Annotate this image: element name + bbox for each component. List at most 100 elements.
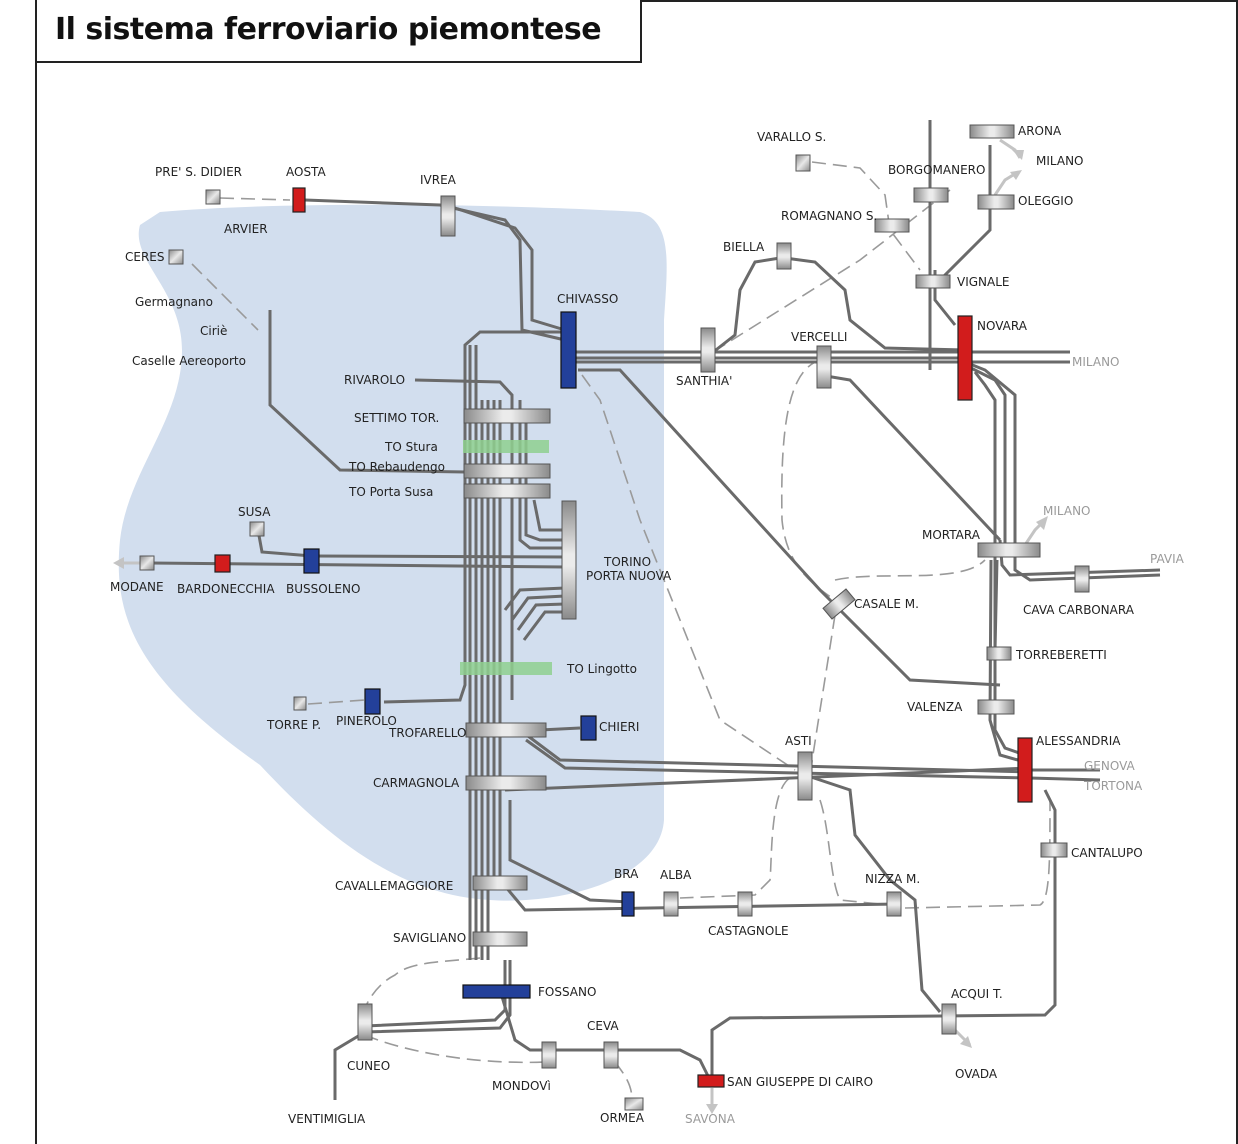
label-bardonecchia: BARDONECCHIA [177,582,275,596]
label-san-giuseppe: SAN GIUSEPPE DI CAIRO [727,1075,873,1089]
label-borgomanero: BORGOMANERO [888,163,985,177]
station-trofarello[interactable] [465,722,547,738]
station-cuneo[interactable] [357,1003,373,1041]
label-bussoleno: BUSSOLENO [286,582,360,596]
label-chivasso: CHIVASSO [557,292,618,306]
station-bardonecchia[interactable] [214,554,231,573]
station-mortara[interactable] [977,542,1041,558]
station-varallo[interactable] [795,154,811,172]
label-novara: NOVARA [977,319,1028,333]
station-chieri[interactable] [580,715,597,741]
station-casale[interactable] [822,588,856,620]
label-casale: CASALE M. [854,597,919,611]
station-castagnole[interactable] [737,891,753,917]
label-bra: BRA [614,867,639,881]
station-fossano[interactable] [462,984,531,999]
label-savigliano: SAVIGLIANO [393,931,466,945]
station-acqui[interactable] [941,1003,957,1035]
label-to-porta-susa: TO Porta Susa [348,485,433,499]
label-ceres: CERES [125,250,165,264]
label-vignale: VIGNALE [957,275,1010,289]
station-torre-p[interactable] [293,696,307,711]
label-mondovi: MONDOVì [492,1079,551,1093]
label-pre-s-didier: PRE' S. DIDIER [155,165,242,179]
label-pavia: PAVIA [1150,552,1185,566]
label-arvier: ARVIER [224,222,268,236]
station-to-rebaudengo[interactable] [463,463,551,479]
station-vignale[interactable] [915,274,951,289]
station-to-lingotto[interactable] [460,662,552,675]
station-san-giuseppe[interactable] [697,1074,725,1088]
station-pre-s-didier[interactable] [205,189,221,205]
station-torino-porta-nuova[interactable] [561,500,577,620]
label-torino-pn-1: TORINO [603,555,651,569]
label-germagnano: Germagnano [135,295,213,309]
label-to-rebaudengo: TO Rebaudengo [348,460,445,474]
label-santhia: SANTHIA' [676,374,732,388]
station-savigliano[interactable] [472,931,528,947]
label-cantalupo: CANTALUPO [1071,846,1143,860]
station-cavallermaggiore[interactable] [472,875,528,891]
blue-stations [303,311,635,999]
gray-stations [139,124,1090,1111]
title-box: Il sistema ferroviario piemontese [35,0,642,63]
label-trofarello: TROFARELLO [388,726,466,740]
station-pinerolo[interactable] [364,688,381,715]
label-mortara: MORTARA [922,528,981,542]
station-cava-carbonara[interactable] [1074,565,1090,593]
label-cuneo: CUNEO [347,1059,390,1073]
station-santhia[interactable] [700,327,716,373]
station-chivasso[interactable] [560,311,577,389]
station-carmagnola[interactable] [465,775,547,791]
station-alessandria[interactable] [1017,737,1033,803]
station-oleggio[interactable] [977,194,1015,210]
label-torre-p: TORRE P. [266,718,321,732]
station-torreberetti[interactable] [986,646,1012,661]
station-ivrea[interactable] [440,195,456,237]
station-asti[interactable] [797,751,813,801]
station-arona[interactable] [969,124,1015,139]
station-biella[interactable] [776,242,792,270]
station-valenza[interactable] [977,699,1015,715]
label-carmagnola: CARMAGNOLA [373,776,460,790]
label-cavallermaggiore: CAVALLEMAGGIORE [335,879,453,893]
label-milano-mortara: MILANO [1043,504,1090,518]
station-romagnano[interactable] [874,218,910,233]
metro-area [118,204,667,901]
station-modane[interactable] [139,555,155,571]
red-stations [214,187,1033,1088]
label-ovada: OVADA [955,1067,998,1081]
station-to-stura[interactable] [463,440,549,453]
label-torreberetti: TORREBERETTI [1015,648,1107,662]
station-vercelli[interactable] [816,345,832,389]
station-ormea[interactable] [624,1097,644,1111]
label-valenza: VALENZA [907,700,963,714]
label-genova: GENOVA [1084,759,1136,773]
station-bussoleno[interactable] [303,548,320,574]
label-asti: ASTI [785,734,812,748]
label-alessandria: ALESSANDRIA [1036,734,1121,748]
label-to-lingotto: TO Lingotto [566,662,637,676]
station-ceva[interactable] [603,1041,619,1069]
station-cantalupo[interactable] [1040,842,1068,858]
station-novara[interactable] [957,315,973,401]
station-to-porta-susa[interactable] [463,483,551,499]
label-milano-arona: MILANO [1036,154,1083,168]
label-to-stura: TO Stura [384,440,438,454]
label-nizza: NIZZA M. [865,872,920,886]
label-alba: ALBA [660,868,692,882]
station-mondovi[interactable] [541,1041,557,1069]
label-arona: ARONA [1018,124,1062,138]
station-nizza[interactable] [886,891,902,917]
station-ceres[interactable] [168,249,184,265]
label-chieri: CHIERI [599,720,639,734]
station-alba[interactable] [663,891,679,917]
label-pinerolo: PINEROLO [336,714,397,728]
station-borgomanero[interactable] [913,187,949,203]
station-aosta[interactable] [292,187,306,213]
label-fossano: FOSSANO [538,985,596,999]
station-susa[interactable] [249,521,265,537]
station-bra[interactable] [621,891,635,917]
station-settimo[interactable] [463,408,551,424]
